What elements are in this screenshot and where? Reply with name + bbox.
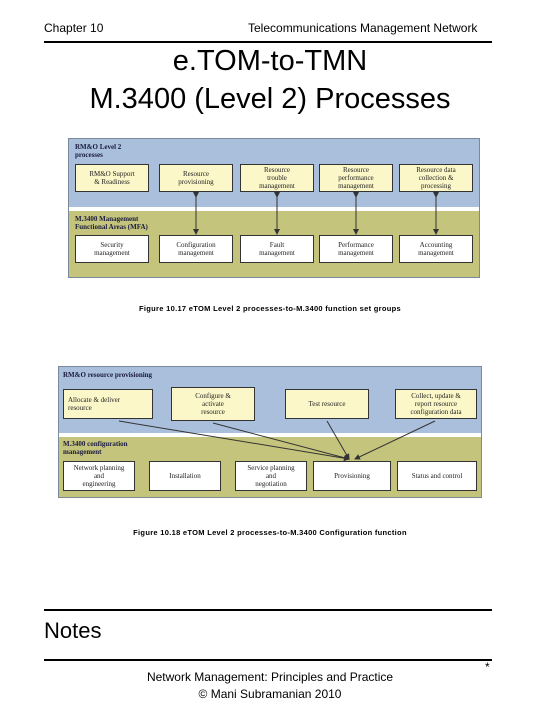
figure18-caption: Figure 10.18 eTOM Level 2 processes-to-M… [133, 528, 407, 537]
footer-copyright: © Mani Subramanian 2010 [198, 687, 342, 701]
figure18-connector-arrows [118, 420, 436, 462]
figure18-bottom-band-label: M.3400 configuration management [63, 440, 128, 456]
chapter-label: Chapter 10 [44, 21, 104, 35]
figure17-process-rmo-support: RM&O Support& Readiness [75, 164, 149, 192]
figure18-cm-provisioning: Provisioning [313, 461, 391, 491]
figure18-top-band-label: RM&O resource provisioning [63, 371, 153, 379]
notes-divider-bottom [44, 659, 492, 661]
figure17-caption: Figure 10.17 eTOM Level 2 processes-to-M… [139, 304, 401, 313]
figure18-diagram: RM&O resource provisioning M.3400 config… [58, 366, 482, 498]
notes-label: Notes [44, 618, 102, 643]
figure17-connector-arrows [193, 192, 439, 235]
notes-divider-top [44, 609, 492, 611]
figure17-bottom-band-label: M.3400 Management Functional Areas (MFA) [75, 215, 148, 231]
figure18-cm-status-control: Status and control [397, 461, 477, 491]
figure18-cm-installation: Installation [149, 461, 221, 491]
page-marker: * [485, 660, 490, 674]
header-divider [44, 41, 492, 43]
figure17-diagram: RM&O Level 2 processes M.3400 Management… [68, 138, 480, 278]
slide-title-line2: M.3400 (Level 2) Processes [89, 83, 451, 115]
figure17-top-band-label: RM&O Level 2 processes [75, 143, 122, 159]
footer-book-title: Network Management: Principles and Pract… [146, 670, 394, 684]
figure18-process-test-resource: Test resource [285, 389, 369, 419]
slide-title-line1: e.TOM-to-TMN [172, 45, 368, 77]
book-topic: Telecommunications Management Network [248, 21, 478, 35]
